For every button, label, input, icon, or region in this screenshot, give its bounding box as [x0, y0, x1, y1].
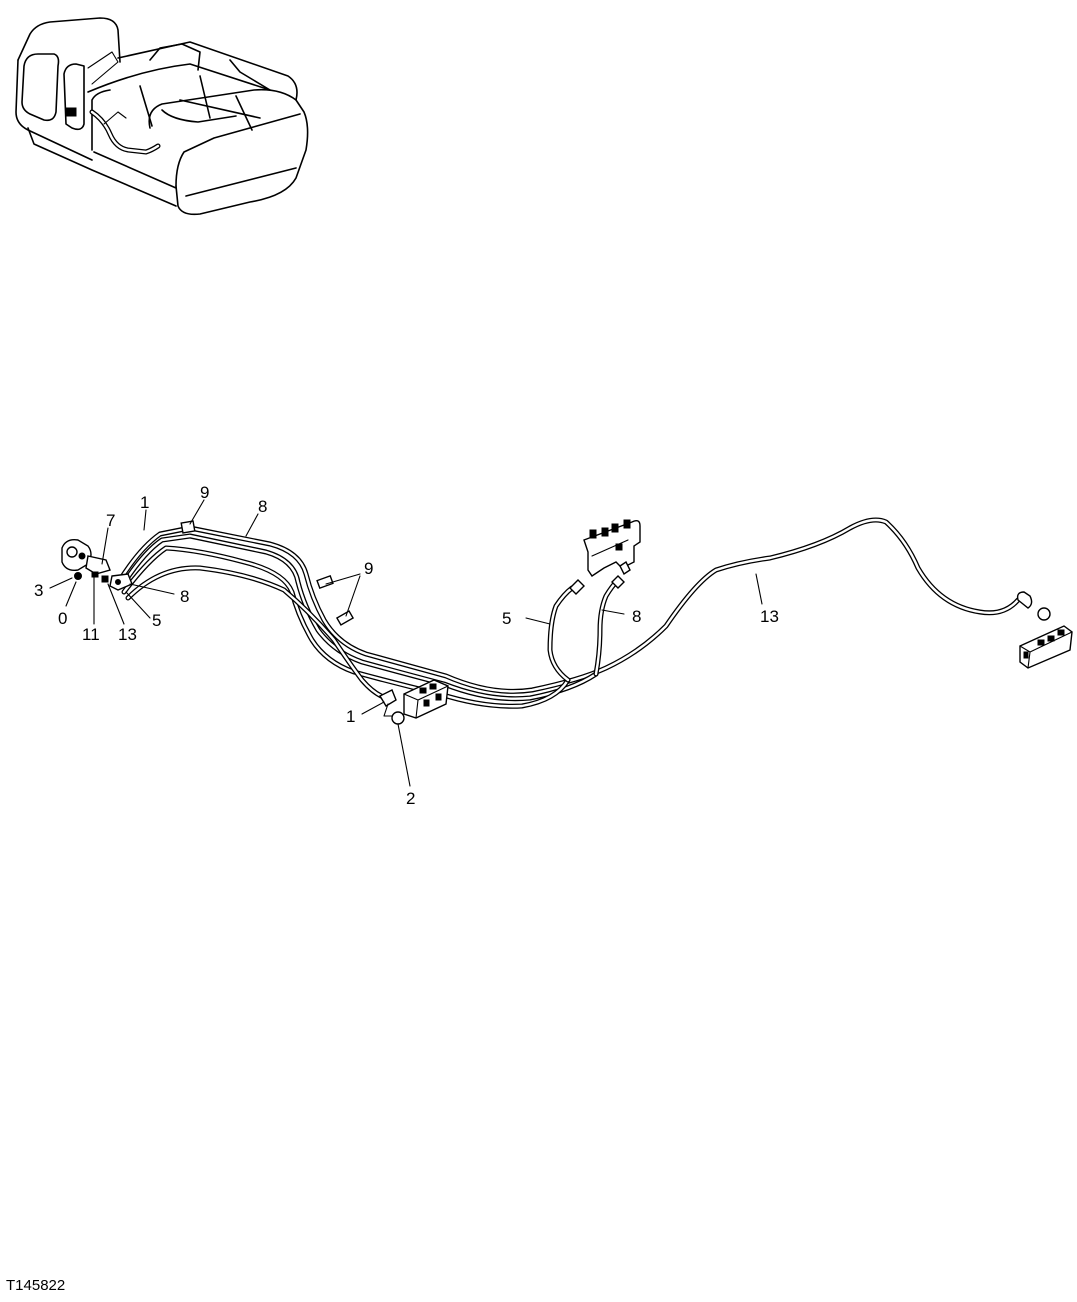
callout-5-right: 5	[502, 609, 511, 628]
callout-13-left: 13	[118, 625, 137, 644]
callout-8-right: 8	[632, 607, 641, 626]
callout-1-lower: 1	[346, 707, 355, 726]
callout-5-left: 5	[152, 611, 161, 630]
pilot-control-valve	[61, 538, 133, 591]
callout-11: 11	[82, 625, 100, 644]
right-valve-block	[1016, 591, 1073, 669]
callout-8-top: 8	[258, 497, 267, 516]
upper-manifold	[569, 519, 641, 595]
hose-bundle	[117, 517, 1021, 709]
callout-9-top: 9	[200, 483, 209, 502]
callout-9-middle: 9	[364, 559, 373, 578]
callout-2: 2	[406, 789, 415, 808]
callout-0: 0	[58, 609, 67, 628]
machine-locator-view	[15, 17, 309, 216]
callout-8-left: 8	[180, 587, 189, 606]
leader-lines	[49, 499, 763, 787]
callout-1-top: 1	[140, 493, 149, 512]
figure-id: T145822	[6, 1277, 65, 1294]
callout-3: 3	[34, 581, 43, 600]
callout-7: 7	[106, 511, 115, 530]
callout-labels: 1 9 8 7 3 0 11 13 5 8 9 5 8 13 1 2	[34, 483, 779, 808]
callout-13-right: 13	[760, 607, 779, 626]
